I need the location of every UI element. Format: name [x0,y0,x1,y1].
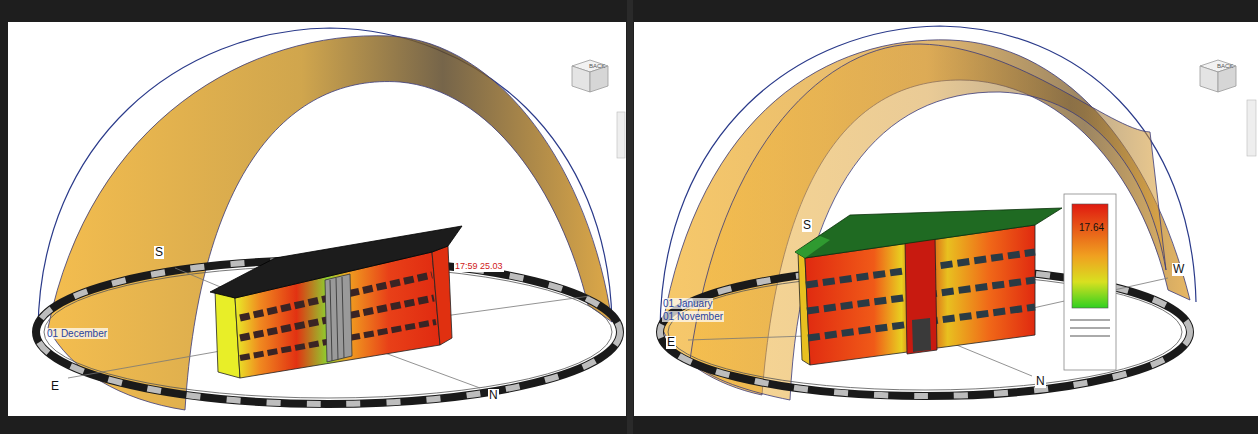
compass-north: N [1035,375,1046,388]
compass-west: W [1172,263,1185,276]
compass-south: S [802,219,812,232]
study-date: 01 January [662,298,713,309]
legend-value: 17.64 [1078,222,1105,233]
compass-east: E [50,380,60,393]
study-date: 01 December [46,328,108,339]
view-cube-face: BACK [588,63,606,70]
compass-south: S [154,246,164,259]
compass-north: N [488,389,499,402]
view-cube-face: BACK [1216,63,1234,70]
study-date: 01 November [662,311,724,322]
study-time: 17:59 25.03 [454,262,504,272]
compass-east: E [666,336,676,349]
